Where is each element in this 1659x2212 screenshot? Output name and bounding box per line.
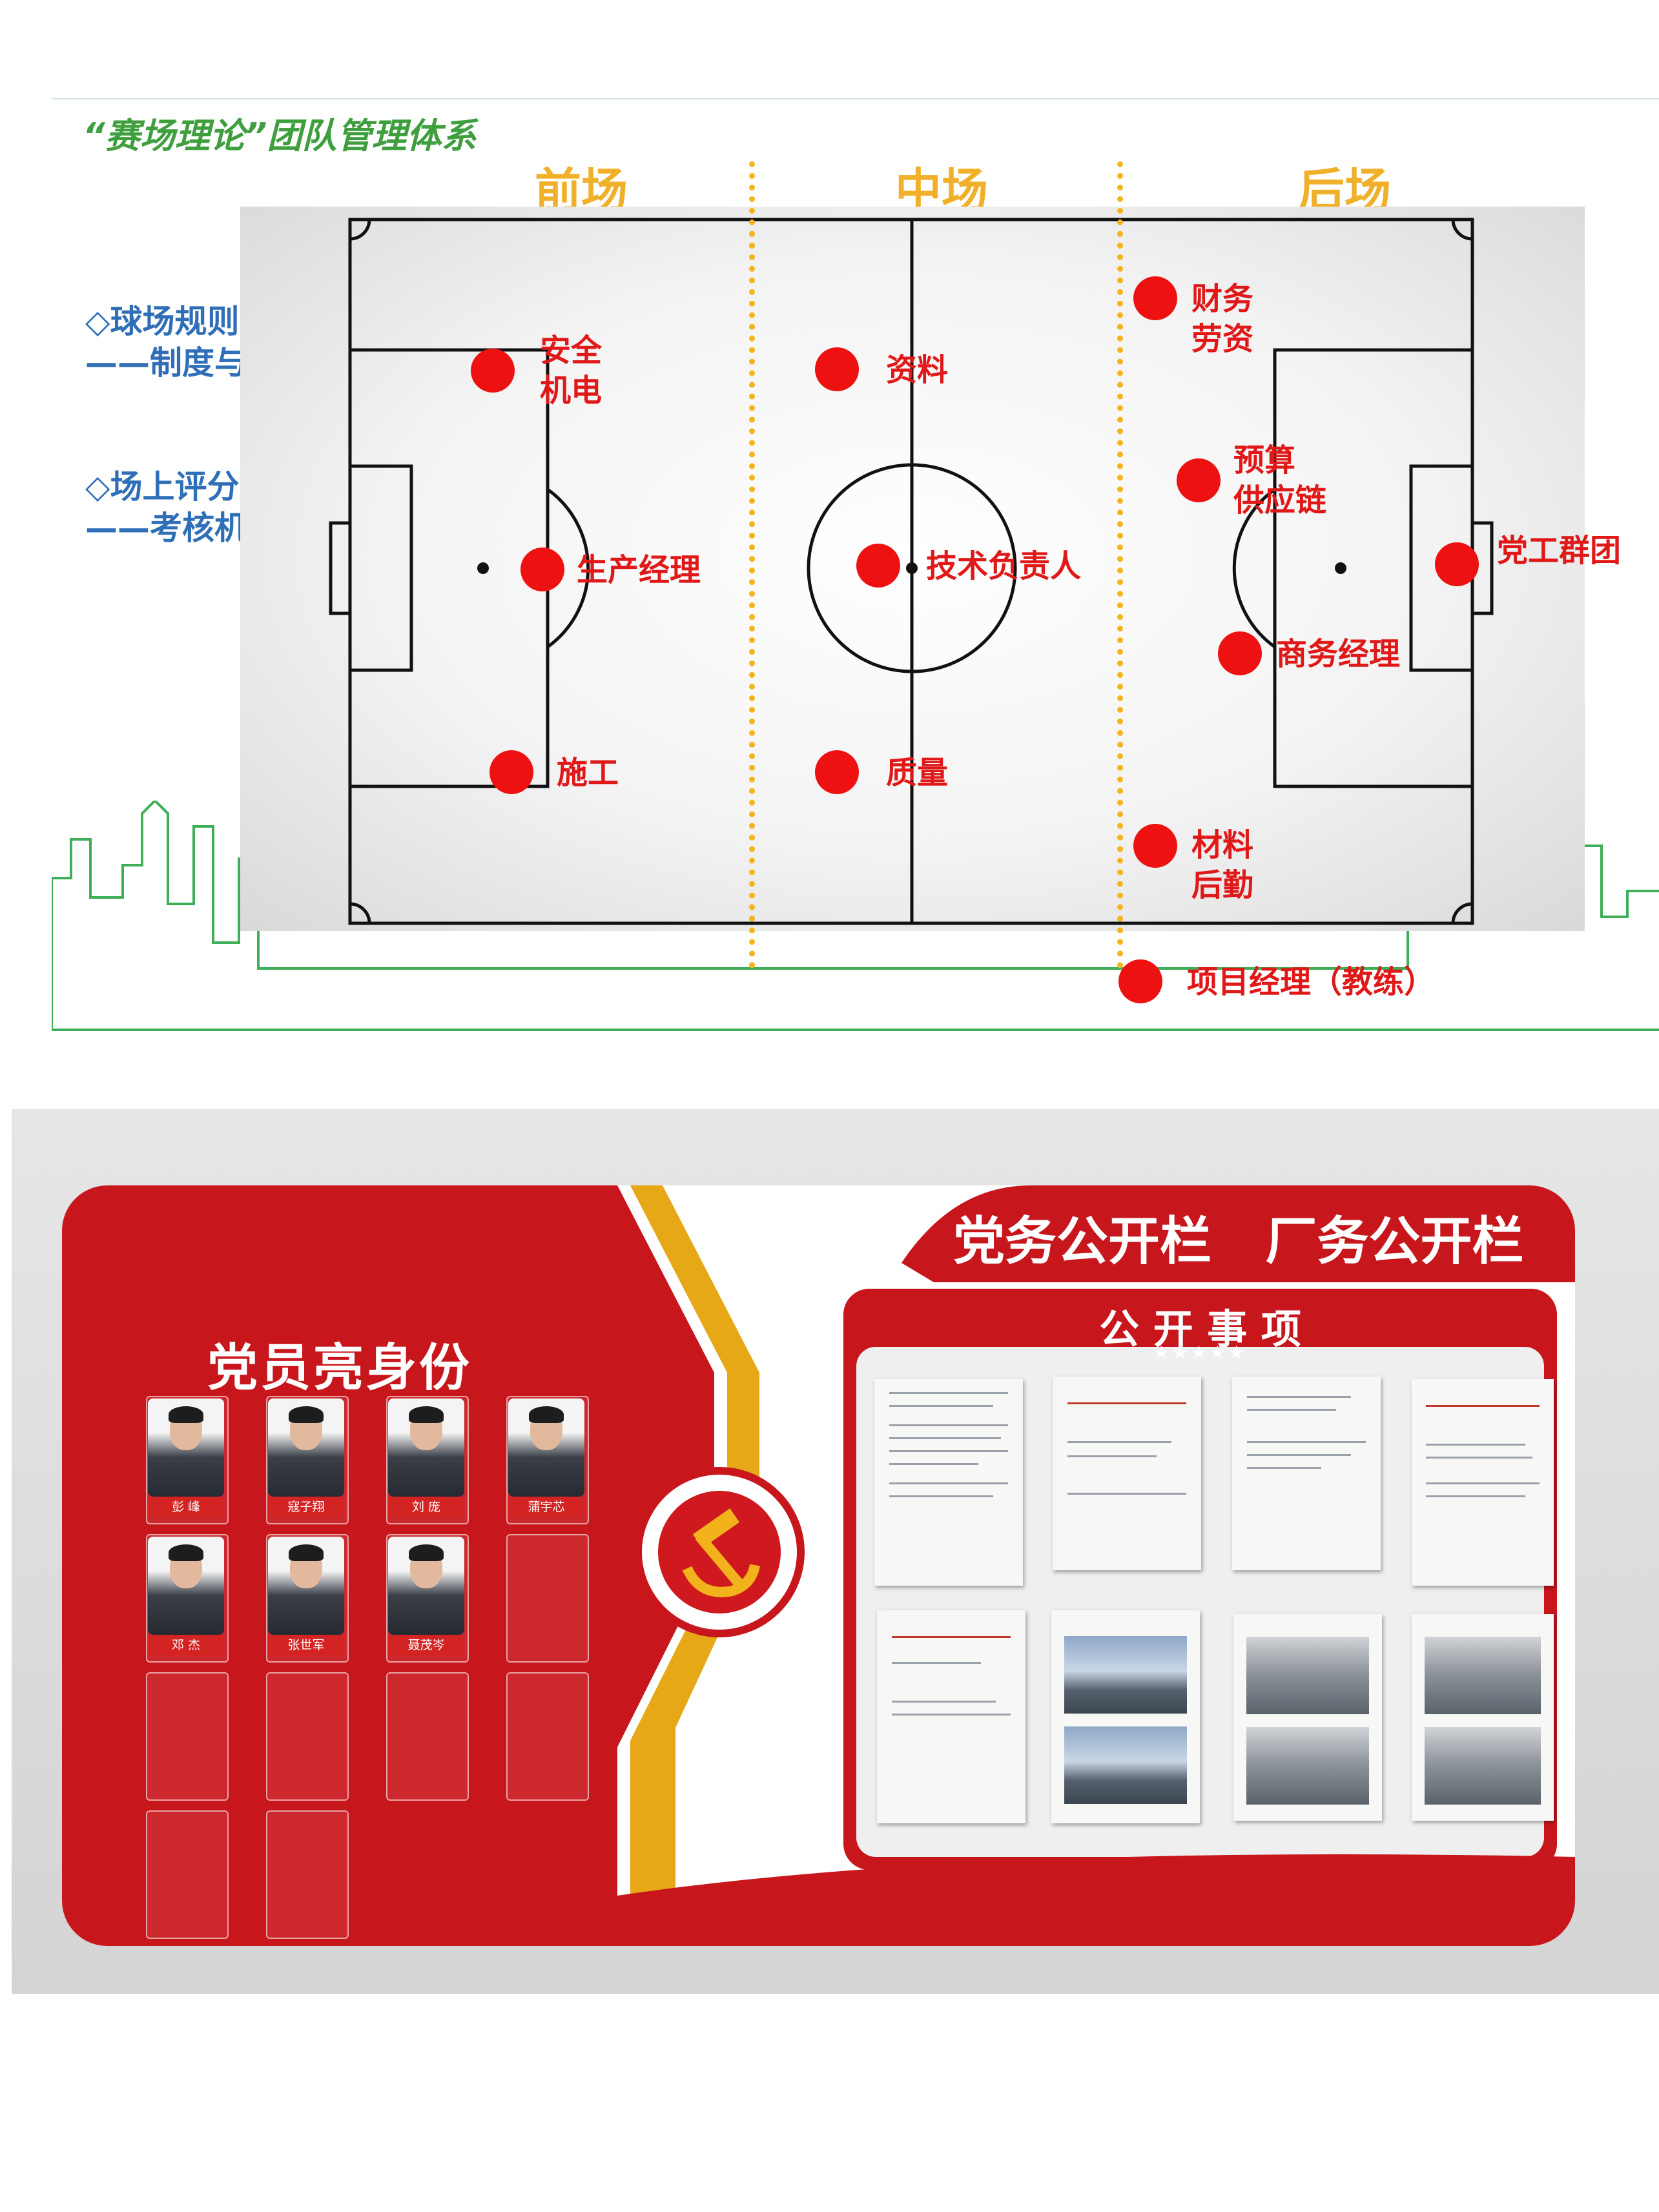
role-dot-business [1218, 631, 1262, 675]
posted-photos [1233, 1614, 1382, 1821]
role-dot-technical [856, 544, 900, 588]
member-name: 刘 庞 [388, 1497, 464, 1517]
role-dot-materials [1133, 824, 1177, 868]
member-photo [268, 1398, 344, 1497]
member-photo [148, 1398, 224, 1497]
role-dot-party [1435, 542, 1479, 586]
role-label-documents: 资料 [886, 352, 949, 388]
role-safety-line1: 安全 [540, 333, 603, 369]
field-lines [329, 218, 1494, 925]
role-label-finance: 财务 劳资 [1191, 279, 1253, 359]
role-label-party: 党工群团 [1497, 533, 1622, 569]
role-label-quality: 质量 [886, 755, 949, 791]
sleeve [386, 1672, 469, 1801]
member-name: 聂茂岑 [388, 1635, 464, 1655]
member-name: 蒲宇芯 [508, 1497, 584, 1517]
soccer-field [240, 207, 1585, 931]
party-emblem [634, 1467, 805, 1637]
posted-document [1232, 1377, 1381, 1570]
sleeve [266, 1810, 349, 1939]
bulletin-board: 党员亮身份 党务公开栏 厂务公开栏 公 开 事 项 ★★★★★ 彭 峰 寇子翔 … [62, 1185, 1575, 1946]
member-name: 张世军 [268, 1635, 344, 1655]
posted-document [877, 1610, 1025, 1823]
role-budget-line2: 供应链 [1233, 482, 1327, 518]
sleeve [506, 1672, 589, 1801]
zone-divider-front-mid [749, 161, 755, 968]
members-title: 党员亮身份 [207, 1339, 472, 1397]
member-name: 彭 峰 [148, 1497, 224, 1517]
role-label-production: 生产经理 [577, 552, 701, 588]
role-label-construction: 施工 [557, 755, 619, 791]
notice-stars: ★★★★★ [1153, 1342, 1248, 1363]
member-photo [148, 1537, 224, 1635]
role-dot-construction [489, 750, 533, 794]
member-photo [508, 1398, 584, 1497]
role-finance-line2: 劳资 [1191, 321, 1254, 357]
member-name: 寇子翔 [268, 1497, 344, 1517]
role-label-safety: 安全 机电 [540, 331, 602, 411]
posted-document [874, 1379, 1023, 1586]
member-name: 邓 杰 [148, 1635, 224, 1655]
side-label-rules-line1: ◇球场规则 [85, 303, 240, 340]
board-header: 党务公开栏 厂务公开栏 [953, 1211, 1524, 1271]
role-dot-budget [1177, 458, 1221, 502]
role-label-business: 商务经理 [1276, 636, 1401, 672]
role-dot-documents [815, 347, 859, 391]
role-label-materials: 材料 后勤 [1191, 825, 1253, 905]
role-materials-line1: 材料 [1191, 827, 1254, 863]
role-dot-safety [471, 349, 515, 393]
role-finance-line1: 财务 [1191, 281, 1254, 317]
posted-document [1053, 1377, 1201, 1570]
role-label-coach: 项目经理（教练） [1187, 964, 1436, 1000]
sleeve [146, 1810, 229, 1939]
role-dot-production [520, 548, 564, 591]
role-safety-line2: 机电 [540, 373, 603, 409]
role-materials-line2: 后勤 [1191, 867, 1254, 903]
posted-document [1412, 1379, 1554, 1586]
side-label-scoring-line1: ◇场上评分 [85, 468, 240, 506]
sleeve [266, 1672, 349, 1801]
member-photo [388, 1398, 464, 1497]
member-photo [268, 1537, 344, 1635]
role-dot-coach [1118, 959, 1162, 1003]
role-dot-finance [1133, 276, 1177, 320]
sleeve [506, 1534, 589, 1663]
role-label-technical: 技术负责人 [926, 548, 1082, 584]
posted-photos [1412, 1614, 1554, 1821]
hammer-sickle-icon [658, 1491, 781, 1613]
divider-line [52, 98, 1659, 99]
sleeve [146, 1672, 229, 1801]
zone-divider-mid-back [1117, 161, 1123, 968]
role-label-budget: 预算 供应链 [1233, 440, 1326, 520]
notice-title: 公 开 事 项 [1099, 1306, 1301, 1353]
diagram-title: “赛场理论”团队管理体系 [83, 116, 477, 156]
posted-photos [1051, 1610, 1200, 1823]
role-dot-quality [815, 750, 859, 794]
role-budget-line1: 预算 [1233, 442, 1296, 478]
member-photo [388, 1537, 464, 1635]
